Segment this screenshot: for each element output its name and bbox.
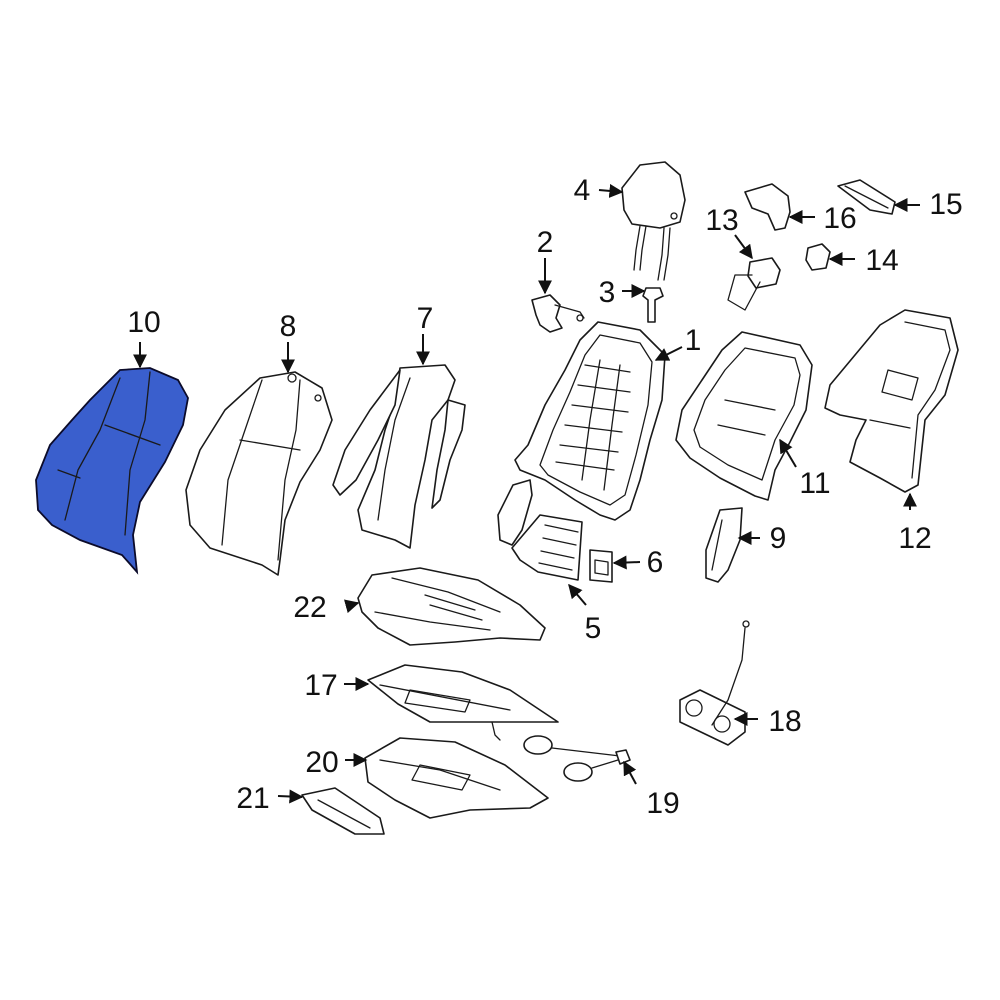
callout-9: 9 <box>770 522 787 555</box>
part-13-latch[interactable] <box>727 257 781 311</box>
part-8-seatback-pad[interactable] <box>185 371 333 576</box>
part-14-clip[interactable] <box>805 243 831 271</box>
callout-4: 4 <box>574 174 591 207</box>
part-12-rear-back-panel[interactable] <box>824 309 959 493</box>
part-19-harness[interactable] <box>523 735 631 782</box>
callout-20: 20 <box>305 746 338 779</box>
callout-7: 7 <box>417 302 434 335</box>
part-2-bracket[interactable] <box>531 294 585 333</box>
part-11-back-panel[interactable] <box>675 331 813 501</box>
callout-3: 3 <box>599 276 616 309</box>
part-7-back-bolsters[interactable] <box>332 364 466 549</box>
callout-labels: 10 8 7 4 2 3 1 5 6 11 12 9 13 14 15 16 2… <box>127 174 962 820</box>
callout-10: 10 <box>127 306 160 339</box>
part-5-lumbar[interactable] <box>497 479 583 581</box>
callout-8: 8 <box>280 310 297 343</box>
callout-19: 19 <box>646 787 679 820</box>
part-18-module[interactable] <box>679 620 750 746</box>
part-16-cap[interactable] <box>744 183 791 231</box>
part-4-headrest[interactable] <box>621 161 686 281</box>
callout-18: 18 <box>768 705 801 738</box>
callout-22: 22 <box>293 591 326 624</box>
part-6-module[interactable] <box>589 549 613 583</box>
callout-1: 1 <box>685 324 702 357</box>
leader-lines <box>133 183 920 804</box>
part-20-cushion-foam[interactable] <box>364 737 549 819</box>
callout-2: 2 <box>537 226 554 259</box>
callout-13: 13 <box>705 204 738 237</box>
part-9-side-trim[interactable] <box>705 507 743 583</box>
part-21-lower-pad[interactable] <box>301 787 385 835</box>
callout-15: 15 <box>929 188 962 221</box>
callout-11: 11 <box>799 467 830 500</box>
part-15-trim-strip[interactable] <box>837 179 896 215</box>
callout-16: 16 <box>823 202 856 235</box>
callout-12: 12 <box>898 522 931 555</box>
callout-5: 5 <box>585 612 602 645</box>
part-17-heater-mat[interactable] <box>367 664 559 741</box>
callout-17: 17 <box>304 669 337 702</box>
callout-21: 21 <box>236 782 269 815</box>
part-10-seatback-cover[interactable] <box>35 367 189 575</box>
callout-14: 14 <box>865 244 898 277</box>
part-3-headrest-guide[interactable] <box>642 287 664 323</box>
part-22-cushion-cover[interactable] <box>357 567 546 646</box>
part-1-seatback-frame[interactable] <box>514 321 666 521</box>
callout-6: 6 <box>647 546 664 579</box>
